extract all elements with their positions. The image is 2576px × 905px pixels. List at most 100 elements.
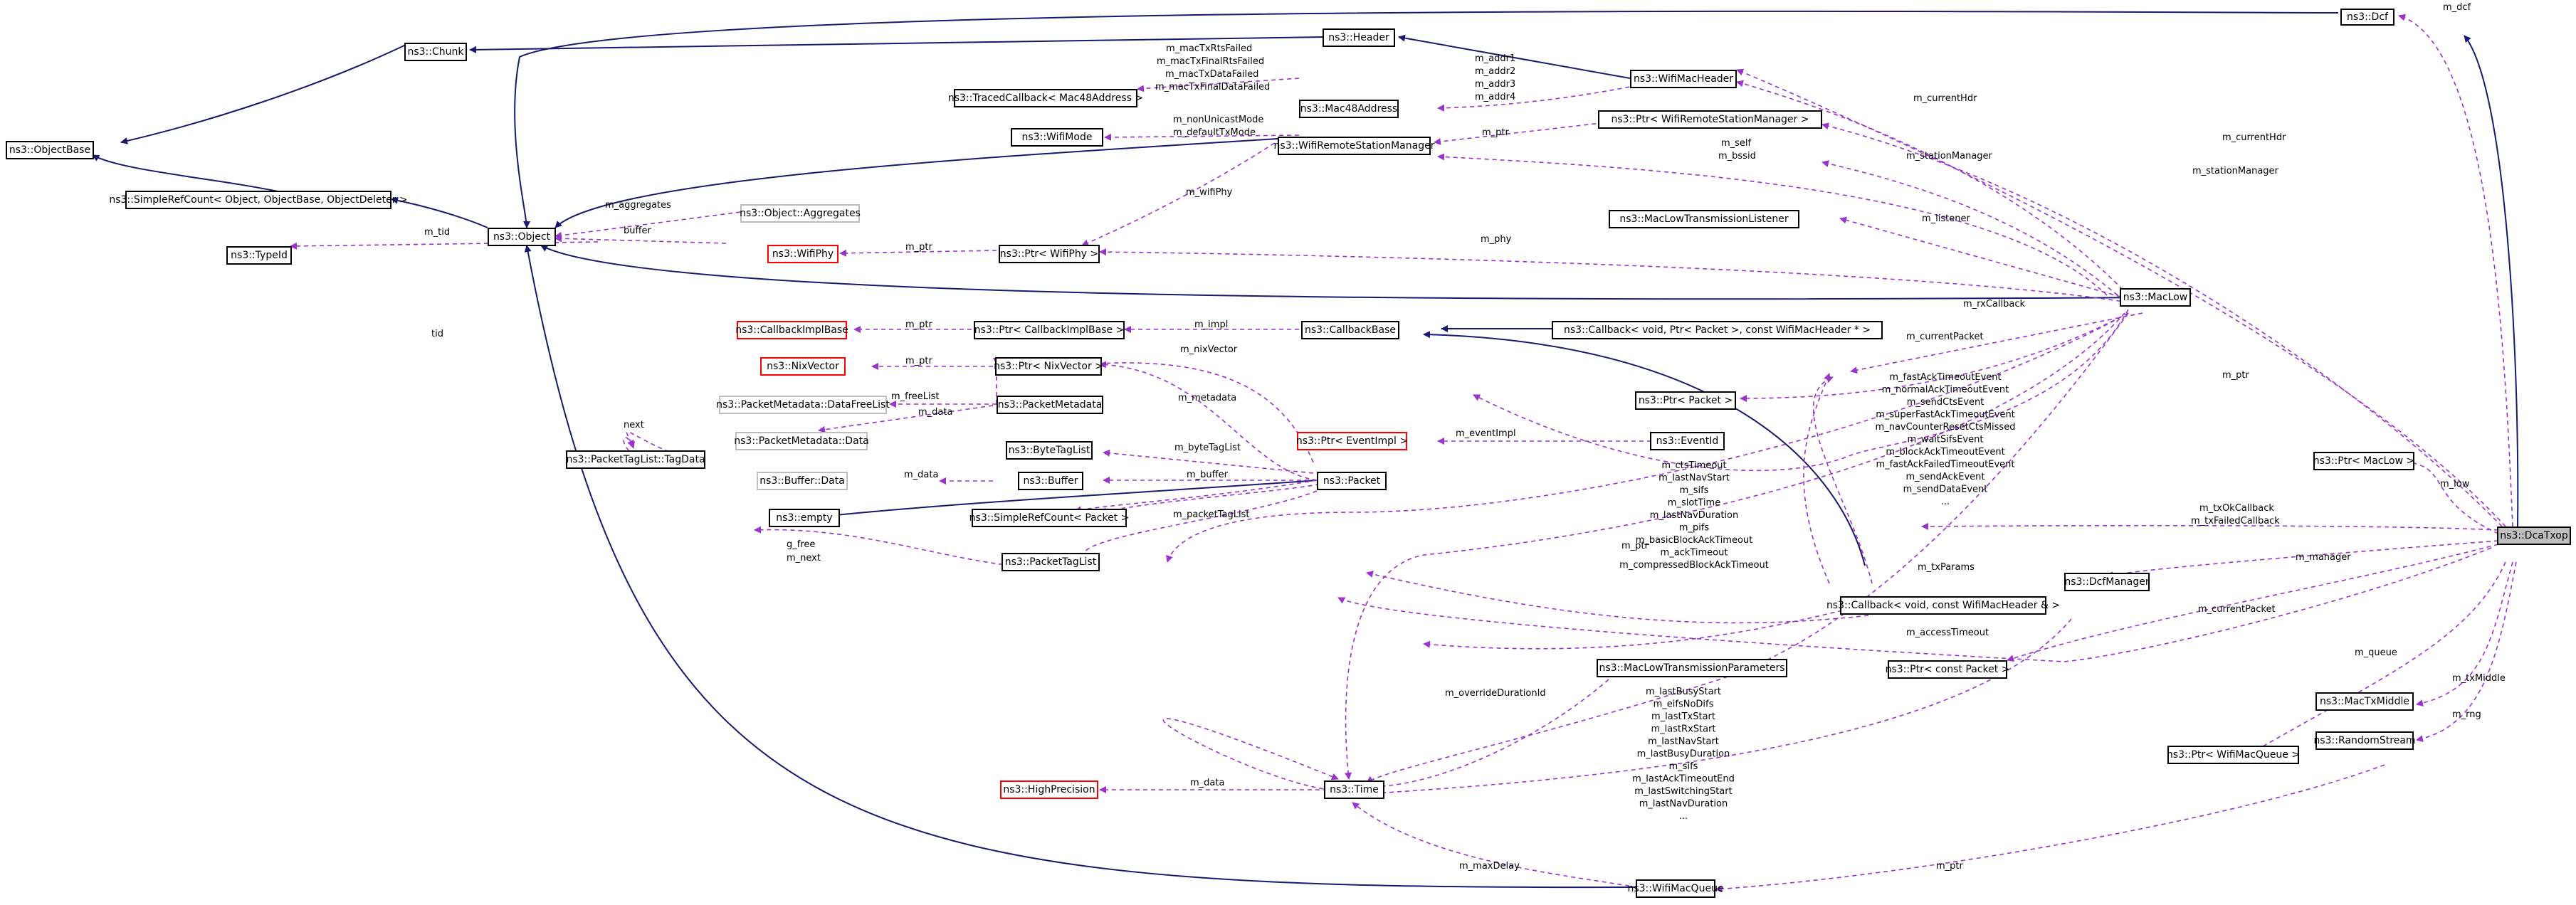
- node-bytetaglist[interactable]: ns3::ByteTagList: [1006, 441, 1093, 460]
- node-packettaglist[interactable]: ns3::PacketTagList: [1002, 553, 1100, 571]
- node-maclow[interactable]: ns3::MacLow: [2120, 288, 2191, 307]
- node-rsm[interactable]: ns3::WifiRemoteStationManager: [1274, 137, 1434, 155]
- node-ptrpacket[interactable]: ns3::Ptr< Packet >: [1635, 391, 1736, 410]
- node-wifiphy[interactable]: ns3::WifiPhy: [767, 245, 838, 263]
- edge-label-ptr-cbimpl: m_ptr: [905, 319, 932, 330]
- node-tagdata[interactable]: ns3::PacketTagList::TagData: [566, 450, 705, 469]
- node-mactxmiddle[interactable]: ns3::MacTxMiddle: [2315, 692, 2414, 711]
- node-cbrx[interactable]: ns3::Callback< void, Ptr< Packet >, cons…: [1552, 321, 1883, 339]
- node-eventid[interactable]: ns3::EventId: [1650, 432, 1725, 450]
- edge-label-buffer-pkt: m_buffer: [1187, 470, 1228, 480]
- node-metadata[interactable]: ns3::PacketMetadata::Data: [734, 432, 869, 450]
- node-wifimacheader[interactable]: ns3::WifiMacHeader: [1630, 70, 1737, 88]
- edge-label-ptr-queue: m_ptr: [1936, 861, 1963, 872]
- inheritance-edges: [92, 10, 2519, 889]
- node-wifimacqueue[interactable]: ns3::WifiMacQueue: [1627, 879, 1724, 898]
- edge-label-low-time-1: m_lastNavStart: [1658, 473, 1730, 484]
- node-ptrphy[interactable]: ns3::Ptr< WifiPhy >: [999, 245, 1100, 263]
- edge-label-stationmanager-dca: m_stationManager: [2192, 166, 2278, 176]
- edge-label-bytetaglist: m_byteTagList: [1174, 443, 1241, 453]
- node-tracedcb[interactable]: ns3::TracedCallback< Mac48Address >: [948, 89, 1143, 107]
- node-ptrqueue[interactable]: ns3::Ptr< WifiMacQueue >: [2167, 746, 2300, 764]
- node-simplerefobj[interactable]: ns3::SimpleRefCount< Object, ObjectBase,…: [109, 191, 408, 209]
- node-txparams[interactable]: ns3::MacLowTransmissionParameters: [1597, 659, 1787, 677]
- edge-label-mactxfinaldatafailed: m_macTxFinalDataFailed: [1155, 82, 1271, 92]
- node-ptrmaclow[interactable]: ns3::Ptr< MacLow >: [2313, 452, 2414, 470]
- edge-label-dcf-time-5: m_lastBusyDuration: [1637, 749, 1730, 760]
- node-typeid[interactable]: ns3::TypeId: [226, 246, 292, 265]
- edge-label-mactxdatafailed: m_macTxDataFailed: [1165, 69, 1259, 80]
- edge-label-addr4: m_addr4: [1475, 92, 1516, 102]
- node-randomstream[interactable]: ns3::RandomStream: [2313, 731, 2416, 750]
- edge-label-txfailed: m_txFailedCallback: [2191, 516, 2280, 526]
- edge-label-dcf-time-2: m_lastTxStart: [1651, 711, 1715, 722]
- edge-label-defaulttxmode: m_defaultTxMode: [1173, 127, 1256, 138]
- edge-label-dcf-time-3: m_lastRxStart: [1651, 724, 1715, 735]
- node-cbvoidhdr[interactable]: ns3::Callback< void, const WifiMacHeader…: [1826, 596, 2060, 615]
- edge-label-low-time-7: m_ackTimeout: [1661, 548, 1728, 559]
- node-wifimode[interactable]: ns3::WifiMode: [1011, 128, 1103, 147]
- edge-label-ptr-nix: m_ptr: [905, 356, 932, 366]
- node-packet[interactable]: ns3::Packet: [1317, 472, 1387, 490]
- node-empty[interactable]: ns3::empty: [769, 509, 840, 527]
- node-chunk[interactable]: ns3::Chunk: [404, 43, 467, 61]
- node-buffer[interactable]: ns3::Buffer: [1018, 472, 1083, 490]
- node-cbimplbase[interactable]: ns3::CallbackImplBase: [735, 321, 848, 339]
- node-aggregates[interactable]: ns3::Object::Aggregates: [740, 204, 861, 223]
- edge-label-low-time-3: m_slotTime: [1668, 498, 1720, 509]
- edge-label-rng: m_rng: [2452, 709, 2481, 720]
- node-ptrnix[interactable]: ns3::Ptr< NixVector >: [994, 357, 1103, 376]
- edge-label-manager: m_manager: [2296, 552, 2351, 563]
- edge-label-addr1: m_addr1: [1475, 53, 1516, 64]
- node-bufferdata[interactable]: ns3::Buffer::Data: [757, 472, 848, 490]
- node-freelist[interactable]: ns3::PacketMetadata::DataFreeList: [716, 396, 890, 414]
- node-object[interactable]: ns3::Object: [488, 228, 556, 246]
- edge-label-addr2: m_addr2: [1475, 66, 1516, 77]
- edge-label-event-4: m_navCounterResetCtsMissed: [1876, 422, 2016, 433]
- edge-label-currenthdr-dca: m_currentHdr: [2222, 132, 2286, 143]
- edge-label-overridedurationid: m_overrideDurationId: [1445, 688, 1546, 699]
- node-time[interactable]: ns3::Time: [1324, 780, 1384, 799]
- edge-label-wifiphy: m_wifiPhy: [1186, 187, 1233, 198]
- edge-label-data-hp: m_data: [1190, 778, 1225, 788]
- edge-label-self: m_self: [1721, 138, 1752, 149]
- node-simplerefpkt[interactable]: ns3::SimpleRefCount< Packet >: [969, 509, 1129, 527]
- node-dcfmanager[interactable]: ns3::DcfManager: [2064, 573, 2150, 591]
- node-ptreventimpl[interactable]: ns3::Ptr< EventImpl >: [1296, 432, 1408, 450]
- edge-label-txok: m_txOkCallback: [2199, 503, 2274, 514]
- edge-label-dcf: m_dcf: [2443, 2, 2471, 13]
- node-mac48[interactable]: ns3::Mac48Address: [1299, 100, 1399, 118]
- edge-label-nonunicastmode: m_nonUnicastMode: [1173, 115, 1264, 125]
- edge-label-low: m_low: [2440, 479, 2470, 489]
- edge-label-mactxfinalrtsfailed: m_macTxFinalRtsFailed: [1157, 56, 1265, 67]
- node-highprecision[interactable]: ns3::HighPrecision: [1000, 780, 1098, 799]
- edge-label-buffer-agg: buffer: [624, 226, 651, 236]
- node-lowlistener[interactable]: ns3::MacLowTransmissionListener: [1609, 210, 1799, 228]
- node-ptrcbimpl[interactable]: ns3::Ptr< CallbackImplBase >: [974, 321, 1125, 339]
- edge-label-nixvector: m_nixVector: [1180, 344, 1238, 355]
- node-ptrrsm[interactable]: ns3::Ptr< WifiRemoteStationManager >: [1598, 110, 1822, 129]
- edge-label-event-3: m_superFastAckTimeoutEvent: [1876, 410, 2015, 420]
- edge-label-ptr-phy: m_ptr: [905, 242, 932, 253]
- edge-label-impl: m_impl: [1194, 319, 1229, 330]
- node-ptrconstpkt[interactable]: ns3::Ptr< const Packet >: [1886, 660, 2009, 679]
- node-dcatxop[interactable]: ns3::DcaTxop: [2497, 526, 2571, 545]
- node-header[interactable]: ns3::Header: [1323, 28, 1395, 47]
- edge-label-rxcallback: m_rxCallback: [1963, 299, 2026, 309]
- node-cbbase[interactable]: ns3::CallbackBase: [1301, 321, 1399, 339]
- edge-label-dcf-time-10: ...: [1679, 811, 1688, 822]
- edge-label-event-1: m_normalAckTimeoutEvent: [1882, 385, 2009, 396]
- node-pktmeta[interactable]: ns3::PacketMetadata: [997, 396, 1103, 414]
- node-nixvector[interactable]: ns3::NixVector: [760, 357, 846, 376]
- edge-label-phy: m_phy: [1481, 234, 1512, 245]
- edge-label-low-time-0: m_ctsTimeout: [1661, 460, 1726, 471]
- node-objectbase[interactable]: ns3::ObjectBase: [6, 141, 94, 159]
- node-dcf[interactable]: ns3::Dcf: [2340, 9, 2394, 26]
- edge-label-stationmanager-low: m_stationManager: [1906, 151, 1992, 162]
- edge-label-txmiddle: m_txMiddle: [2452, 673, 2506, 684]
- edge-label-ptr-packet: m_ptr: [1621, 541, 1649, 551]
